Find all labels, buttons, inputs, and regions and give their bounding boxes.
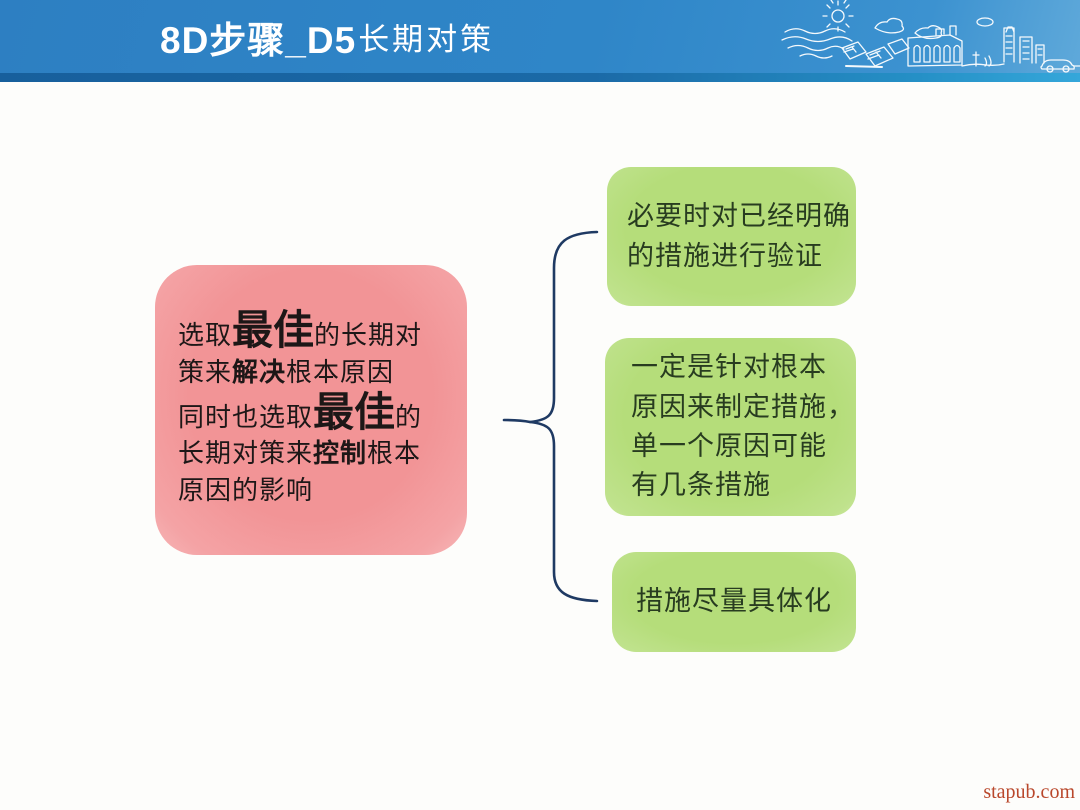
concrete-measures-box: 措施尽量具体化: [612, 552, 856, 652]
text-run: 原因的影响: [178, 476, 314, 506]
header-accent-strip: [0, 73, 1080, 82]
box-line: 有几条措施: [631, 470, 771, 501]
root-cause-measures-box: 一定是针对根本 原因来制定措施， 单一个原因可能 有几条措施: [605, 338, 856, 516]
cityscape-illustration: [781, 0, 1080, 73]
cloud-icon: [874, 17, 994, 40]
best-solution-text: 选取最佳的长期对 策来解决根本原因 同时也选取最佳的 长期对策来控制根本 原因的…: [155, 306, 442, 511]
text-run: 的长期对: [314, 320, 423, 350]
text-run-emphasis: 最佳: [313, 388, 396, 435]
box-line: 单一个原因可能: [631, 431, 827, 461]
water-waves-icon: [781, 28, 853, 59]
text-run: 选取: [178, 320, 233, 350]
page-title-step: 8D步骤_D5: [160, 19, 357, 61]
box-line: 一定是针对根本: [631, 352, 827, 383]
text-run-emphasis: 最佳: [232, 306, 315, 353]
text-run-bold: 控制: [313, 439, 368, 469]
header-background: [0, 0, 1080, 74]
page-title: 8D步骤_D5 长期对策: [160, 0, 494, 73]
solar-panel-icon: [841, 38, 910, 68]
text-run: 策来: [178, 357, 233, 387]
best-solution-box: 选取最佳的长期对 策来解决根本原因 同时也选取最佳的 长期对策来控制根本 原因的…: [155, 265, 467, 555]
sun-icon: [822, 0, 854, 32]
power-lines-icon: [961, 51, 1005, 67]
city-buildings-icon: [1003, 26, 1045, 64]
header-bar: 8D步骤_D5 长期对策: [0, 0, 1080, 82]
watermark-text: stapub.com: [983, 781, 1075, 803]
box-line: 的措施进行验证: [627, 240, 823, 271]
box-line: 措施尽量具体化: [636, 586, 832, 617]
text-run: 根本: [367, 439, 422, 469]
car-icon: [1040, 59, 1080, 73]
text-run: 根本原因: [286, 357, 395, 387]
page-title-topic: 长期对策: [358, 22, 495, 57]
box-line: 必要时对已经明确: [627, 201, 851, 232]
text-run: 同时也选取: [178, 402, 314, 432]
verify-measures-box: 必要时对已经明确 的措施进行验证: [607, 167, 856, 306]
factory-icon: [907, 25, 963, 67]
text-run-bold: 解决: [232, 357, 287, 387]
text-run: 的: [395, 402, 423, 432]
text-run: 长期对策来: [178, 439, 314, 469]
box-line: 原因来制定措施，: [631, 391, 855, 422]
brace-connector: [502, 230, 599, 603]
